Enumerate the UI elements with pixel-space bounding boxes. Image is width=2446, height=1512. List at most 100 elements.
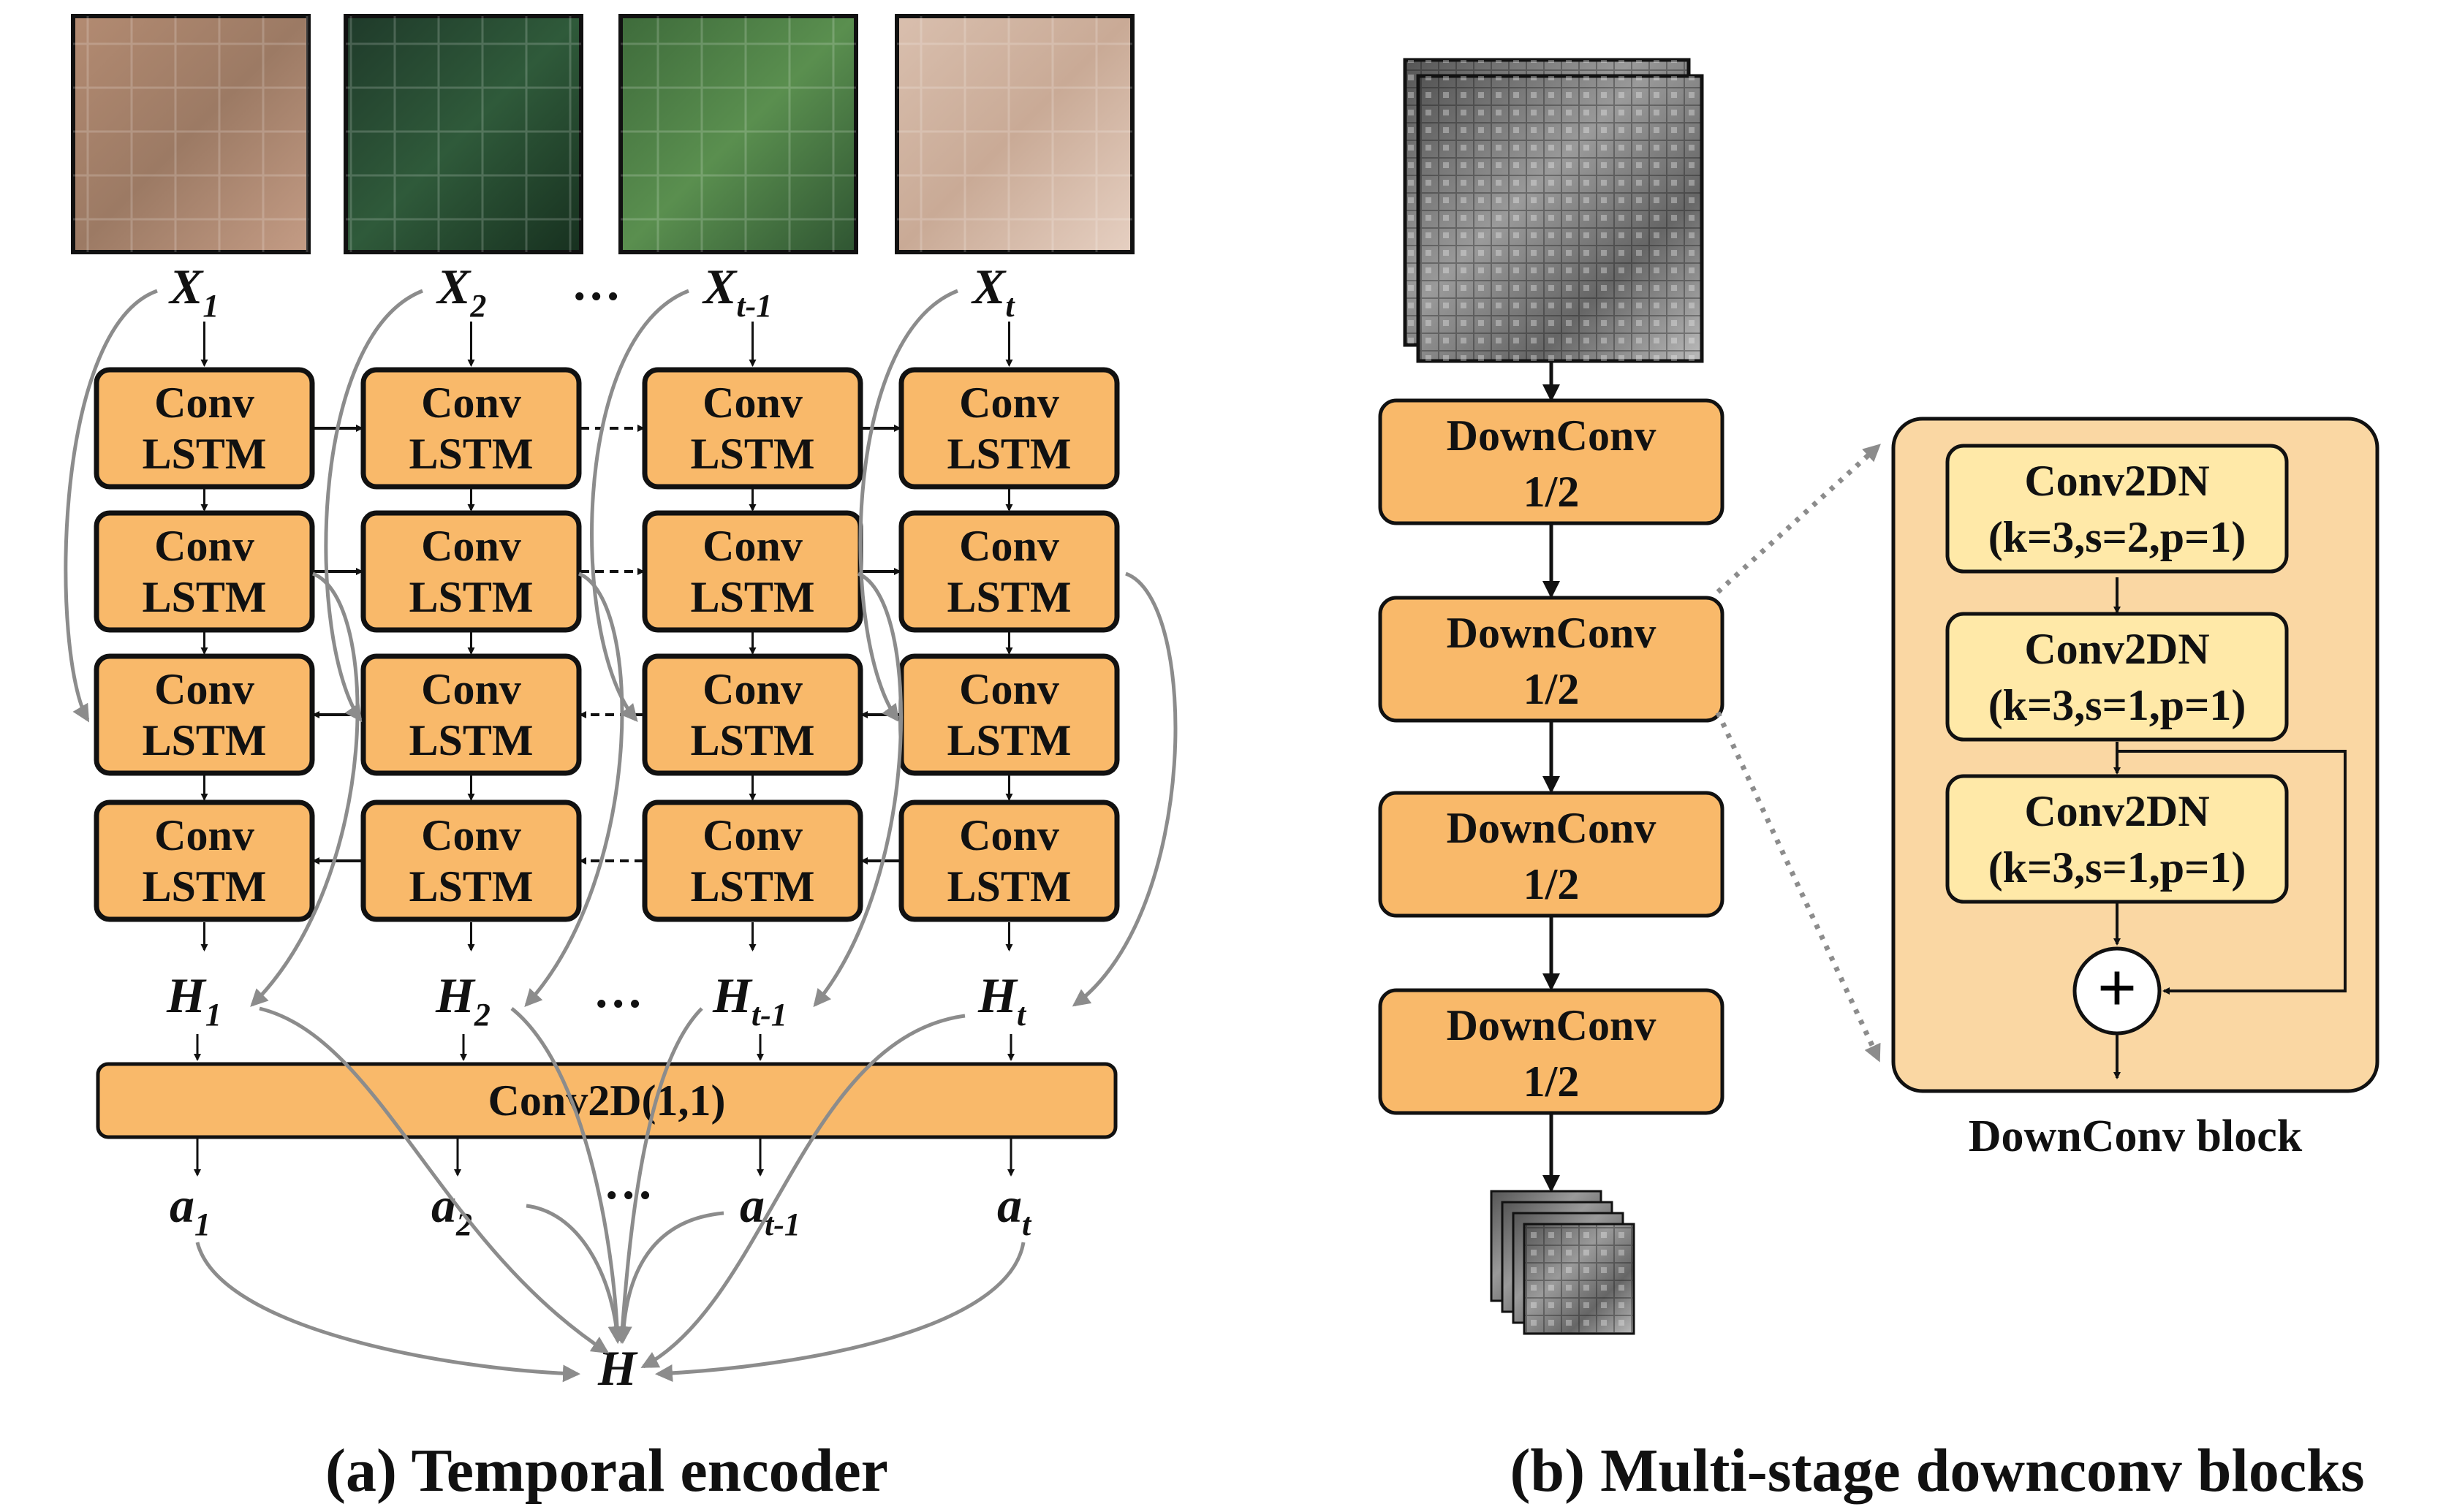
convlstm-label-line1: Conv xyxy=(703,522,803,570)
hidden-label-ht-1: Ht-1 xyxy=(712,968,787,1033)
convlstm-label-line2: LSTM xyxy=(142,716,266,764)
convlstm-label-line2: LSTM xyxy=(690,716,814,764)
h-to-conv2d-arrows xyxy=(194,1034,1015,1061)
downconv-stage-label: DownConv xyxy=(1447,1001,1656,1049)
zoom-connectors xyxy=(1715,444,1882,1063)
block-layer-1: Conv2DN (k=3,s=2,p=1) xyxy=(1945,444,2289,574)
input-label-x1: X1 xyxy=(168,259,219,324)
hidden-label-h1: H1 xyxy=(166,968,221,1033)
input-label-xt: Xt xyxy=(971,259,1015,324)
convlstm-label-line1: Conv xyxy=(421,665,521,713)
convlstm-label-line2: LSTM xyxy=(409,430,533,478)
conv2d-bar xyxy=(96,1062,1118,1139)
block-arrows xyxy=(2113,577,2347,1079)
convlstm-label-line2: LSTM xyxy=(690,862,814,911)
convlstm-label-line2: LSTM xyxy=(690,430,814,478)
convlstm-label-line1: Conv xyxy=(421,811,521,859)
convlstm-label-line2: LSTM xyxy=(947,573,1071,621)
downconv-stage-label: DownConv xyxy=(1447,411,1656,460)
conv2d-label: Conv2D(1,1) xyxy=(488,1076,726,1125)
block-layer-name: Conv2DN xyxy=(2024,787,2209,835)
convlstm-label-line2: LSTM xyxy=(142,430,266,478)
input-image-xt-1 xyxy=(618,14,858,254)
convlstm-label-line2: LSTM xyxy=(947,862,1071,911)
downconv-stage-2: DownConv 1/2 xyxy=(1378,596,1724,723)
hidden-label-h2: H2 xyxy=(435,968,491,1033)
ellipsis-bottom: … xyxy=(605,1154,655,1209)
attn-label-a1: a1 xyxy=(170,1177,211,1242)
conv2d-to-a-arrows xyxy=(194,1139,1015,1177)
block-layer-name: Conv2DN xyxy=(2024,625,2209,673)
caption-temporal-encoder: (a) Temporal encoder xyxy=(325,1437,888,1505)
convlstm-grid: ConvLSTMConvLSTMConvLSTMConvLSTMConvLSTM… xyxy=(94,322,1120,951)
convlstm-label-line1: Conv xyxy=(421,522,521,570)
downconv-block-layers: Conv2DN(k=3,s=2,p=1)Conv2DN(k=3,s=1,p=1)… xyxy=(1945,444,2289,904)
convlstm-label-line1: Conv xyxy=(154,379,254,427)
convlstm-label-line1: Conv xyxy=(959,811,1059,859)
convlstm-label-line2: LSTM xyxy=(142,862,266,911)
convlstm-label-line2: LSTM xyxy=(409,573,533,621)
input-image-x1 xyxy=(71,14,311,254)
gray-skip-connections xyxy=(64,289,1178,1383)
convlstm-label-line1: Conv xyxy=(703,811,803,859)
block-layer-params: (k=3,s=2,p=1) xyxy=(1988,513,2246,561)
downconv-block-panel xyxy=(1891,417,2379,1093)
output-feature-stack xyxy=(1490,1190,1635,1335)
downconv-stage-scale: 1/2 xyxy=(1523,1057,1580,1106)
downconv-stage-scale: 1/2 xyxy=(1523,860,1580,908)
block-layer-name: Conv2DN xyxy=(2024,457,2209,505)
convlstm-label-line2: LSTM xyxy=(409,862,533,911)
block-layer-2: Conv2DN(k=3,s=1,p=1) xyxy=(1945,612,2289,742)
convlstm-label-line1: Conv xyxy=(154,811,254,859)
downconv-stage-scale: 1/2 xyxy=(1523,665,1580,713)
downconv-stage-scale: 1/2 xyxy=(1523,468,1580,516)
plus-icon: + xyxy=(2097,949,2138,1027)
block-layer-3: Conv2DN (k=3,s=1,p=1) xyxy=(1945,774,2289,904)
downconv-block-title: DownConv block xyxy=(1969,1112,2303,1161)
input-image-xt xyxy=(895,14,1135,254)
ellipsis-top: … xyxy=(573,255,623,311)
hidden-label-ht: Ht xyxy=(977,968,1027,1033)
convlstm-label-line2: LSTM xyxy=(409,716,533,764)
convlstm-label-line2: LSTM xyxy=(947,716,1071,764)
convlstm-label-line1: Conv xyxy=(703,379,803,427)
convlstm-label-line2: LSTM xyxy=(690,573,814,621)
convlstm-label-line1: Conv xyxy=(959,379,1059,427)
attn-label-a2: a2 xyxy=(431,1177,472,1242)
convlstm-label-line1: Conv xyxy=(421,379,521,427)
attn-label-at: at xyxy=(997,1177,1032,1242)
convlstm-label-line1: Conv xyxy=(959,665,1059,713)
attn-label-at-1: at-1 xyxy=(740,1177,800,1242)
ellipsis-middle: … xyxy=(595,962,645,1018)
input-image-x2 xyxy=(344,14,583,254)
input-label-x2: X2 xyxy=(436,259,486,324)
caption-multi-stage: (b) Multi-stage downconv blocks xyxy=(1510,1437,2364,1505)
add-circle xyxy=(2072,946,2162,1036)
convlstm-label-line1: Conv xyxy=(703,665,803,713)
downconv-stage-label: DownConv xyxy=(1447,609,1656,657)
downconv-stages: DownConv1/2DownConv1/2DownConv1/2DownCon… xyxy=(1378,362,1724,1193)
downconv-stage-1: DownConv 1/2 xyxy=(1378,398,1724,525)
downconv-stage-4: DownConv 1/2 xyxy=(1378,988,1724,1115)
input-image-stack xyxy=(1403,58,1704,363)
block-layer-params: (k=3,s=1,p=1) xyxy=(1988,843,2246,892)
convlstm-label-line2: LSTM xyxy=(947,430,1071,478)
downconv-stage-label: DownConv xyxy=(1447,804,1656,852)
